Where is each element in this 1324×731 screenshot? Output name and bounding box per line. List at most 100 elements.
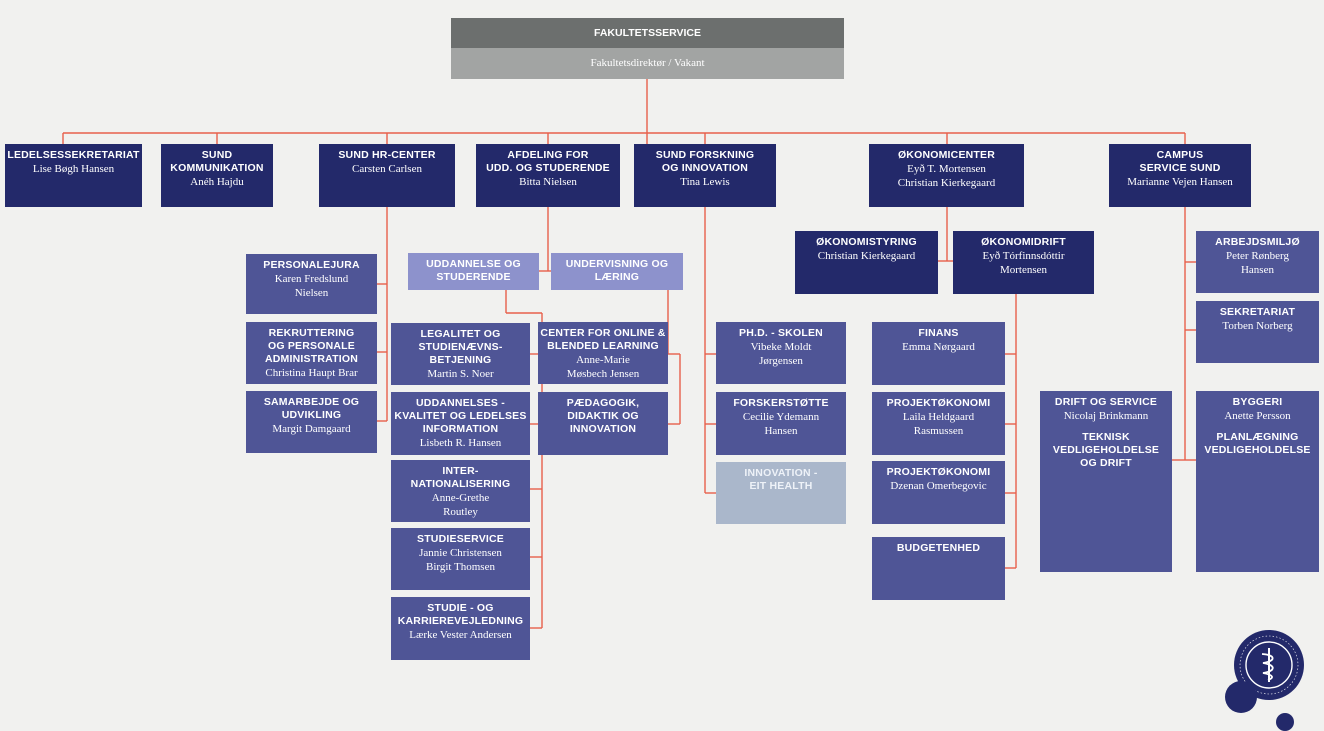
unit-title: PÆDAGOGIK, DIDAKTIK OG INNOVATION [566,397,640,435]
unit-title: SEKRETARIAT [1219,306,1296,318]
econ-finans: FINANS Emma Nørgaard [872,322,1005,385]
research-forskerstoette: FORSKERSTØTTE Cecilie Ydemann Hansen [716,392,846,455]
unit-title: CENTER FOR ONLINE & BLENDED LEARNING [540,327,666,352]
edu-uddannelseskvalitet: UDDANNELSES - KVALITET OG LEDELSES INFOR… [391,392,530,455]
unit-title: DRIFT OG SERVICE [1054,396,1158,408]
econ-projektoekonomi-1: PROJEKTØKONOMI Laila Heldgaard Rasmussen [872,392,1005,455]
unit-sund-forskning-innovation: SUND FORSKNING OG INNOVATION Tina Lewis [634,144,776,207]
decorative-dot-large [1225,681,1257,713]
unit-title: PROJEKTØKONOMI [886,466,991,478]
unit-names: Eyð Tórfinnsdóttir Mortensen [982,250,1065,276]
unit-names: Margit Damgaard [272,423,351,435]
unit-names: Cecilie Ydemann Hansen [742,411,820,437]
edu-legalitet: LEGALITET OG STUDIENÆVNS- BETJENING Mart… [391,323,530,385]
unit-title: SUND HR-CENTER [338,149,436,161]
unit-ledelsessekretariat: LEDELSESSEKRETARIAT Lise Bøgh Hansen [5,144,142,207]
unit-title: REKRUTTERING OG PERSONALE ADMINISTRATION [264,327,358,365]
econ-oekonomidrift: ØKONOMIDRIFT Eyð Tórfinnsdóttir Mortense… [953,231,1094,294]
unit-names: Bitta Nielsen [519,176,577,188]
hr-personalejura: PERSONALEJURA Karen Fredslund Nielsen [246,254,377,314]
unit-title: UDDANNELSE OG STUDERENDE [426,258,521,283]
edu-paedagogik-didaktik: PÆDAGOGIK, DIDAKTIK OG INNOVATION [538,392,668,455]
unit-title: CAMPUS SERVICE SUND [1139,149,1221,174]
unit-title: SUND KOMMUNIKATION [170,149,264,174]
unit-title: BYGGERI [1232,396,1283,408]
campus-byggeri: BYGGERI Anette Persson PLANLÆGNING VEDLI… [1196,391,1319,572]
unit-title: UDDANNELSES - KVALITET OG LEDELSES INFOR… [394,397,527,435]
unit-subtitle: PLANLÆGNING VEDLIGEHOLDELSE [1204,431,1311,456]
unit-sund-kommunikation: SUND KOMMUNIKATION Anéh Hajdu [161,144,273,207]
research-phd-skolen: PH.D. - SKOLEN Vibeke Moldt Jørgensen [716,322,846,384]
unit-names: Jannie Christensen Birgit Thomsen [419,547,502,573]
unit-title: INNOVATION - EIT HEALTH [744,467,818,492]
unit-title: LEGALITET OG STUDIENÆVNS- BETJENING [418,328,503,366]
unit-names: Nicolaj Brinkmann [1063,410,1149,422]
unit-title: AFDELING FOR UDD. OG STUDERENDE [486,149,610,174]
unit-names: Anéh Hajdu [190,176,244,188]
unit-title: PH.D. - SKOLEN [739,327,823,339]
unit-title: FINANS [918,327,959,339]
campus-sekretariat: SEKRETARIAT Torben Norberg [1196,301,1319,363]
unit-sund-hr-center: SUND HR-CENTER Carsten Carlsen [319,144,455,207]
unit-names: Torben Norberg [1222,320,1293,332]
unit-names: Laila Heldgaard Rasmussen [902,411,975,437]
unit-title: ØKONOMIDRIFT [981,236,1066,248]
edu-uddannelse-studerende: UDDANNELSE OG STUDERENDE [408,253,539,290]
decorative-dot-small [1276,713,1294,731]
unit-names: Dzenan Omerbegovic [890,480,987,492]
unit-names: Anette Persson [1224,410,1291,422]
econ-budgetenhed: BUDGETENHED [872,537,1005,600]
campus-drift-service: DRIFT OG SERVICE Nicolaj Brinkmann TEKNI… [1040,391,1172,572]
edu-online-blended-learning: CENTER FOR ONLINE & BLENDED LEARNING Ann… [538,322,668,384]
unit-subtitle: TEKNISK VEDLIGEHOLDELSE OG DRIFT [1052,431,1160,469]
unit-title: PERSONALEJURA [263,259,360,271]
unit-names: Marianne Vejen Hansen [1127,176,1233,188]
edu-karrierevejledning: STUDIE - OG KARRIEREVEJLEDNING Lærke Ves… [391,597,530,660]
unit-title: BUDGETENHED [896,542,981,554]
unit-title: LEDELSESSEKRETARIAT [7,149,140,161]
faculty-director: Fakultetsdirektør / Vakant [451,48,844,79]
unit-names: Anne-Marie Møsbech Jensen [566,354,640,380]
research-innovation-eit-health: INNOVATION - EIT HEALTH [716,462,846,524]
econ-oekonomistyring: ØKONOMISTYRING Christian Kierkegaard [795,231,938,294]
unit-names: Vibeke Moldt Jørgensen [750,341,812,367]
econ-projektoekonomi-2: PROJEKTØKONOMI Dzenan Omerbegovic [872,461,1005,524]
unit-title: PROJEKTØKONOMI [886,397,991,409]
university-seal-icon [1234,630,1304,700]
unit-title: SAMARBEJDE OG UDVIKLING [263,396,360,421]
unit-names: Christian Kierkegaard [817,250,916,262]
unit-title: ØKONOMISTYRING [816,236,917,248]
unit-names: Emma Nørgaard [902,341,975,353]
unit-oekonomicenter: ØKONOMICENTER Eyð T. Mortensen Christian… [869,144,1024,207]
unit-title: ARBEJDSMILJØ [1215,236,1300,248]
edu-internationalisering: INTER- NATIONALISERING Anne-Grethe Routl… [391,460,530,522]
unit-title: INTER- NATIONALISERING [410,465,511,490]
unit-names: Tina Lewis [680,176,730,188]
unit-names: Eyð T. Mortensen Christian Kierkegaard [897,163,996,189]
unit-afdeling-udd-studerende: AFDELING FOR UDD. OG STUDERENDE Bitta Ni… [476,144,620,207]
hr-rekruttering: REKRUTTERING OG PERSONALE ADMINISTRATION… [246,322,377,384]
edu-undervisning-laering: UNDERVISNING OG LÆRING [551,253,683,290]
unit-names: Lisbeth R. Hansen [419,437,502,449]
hr-samarbejde-udvikling: SAMARBEJDE OG UDVIKLING Margit Damgaard [246,391,377,453]
unit-names: Anne-Grethe Routley [431,492,490,518]
unit-names: Karen Fredslund Nielsen [274,273,349,299]
unit-names: Lærke Vester Andersen [409,629,512,641]
unit-title: STUDIESERVICE [416,533,504,545]
unit-campus-service-sund: CAMPUS SERVICE SUND Marianne Vejen Hanse… [1109,144,1251,207]
unit-title: UNDERVISNING OG LÆRING [565,258,669,283]
unit-title: SUND FORSKNING OG INNOVATION [655,149,755,174]
unit-names: Martin S. Noer [427,368,494,380]
unit-title: FORSKERSTØTTE [733,397,829,409]
unit-title: STUDIE - OG KARRIEREVEJLEDNING [397,602,524,627]
faculty-title: FAKULTETSSERVICE [451,18,844,48]
unit-names: Christina Haupt Brar [265,367,358,379]
unit-title: ØKONOMICENTER [897,149,996,161]
unit-names: Lise Bøgh Hansen [32,163,115,175]
unit-names: Carsten Carlsen [352,163,422,175]
campus-arbejdsmiljoe: ARBEJDSMILJØ Peter Rønberg Hansen [1196,231,1319,293]
edu-studieservice: STUDIESERVICE Jannie Christensen Birgit … [391,528,530,590]
unit-names: Peter Rønberg Hansen [1225,250,1290,276]
